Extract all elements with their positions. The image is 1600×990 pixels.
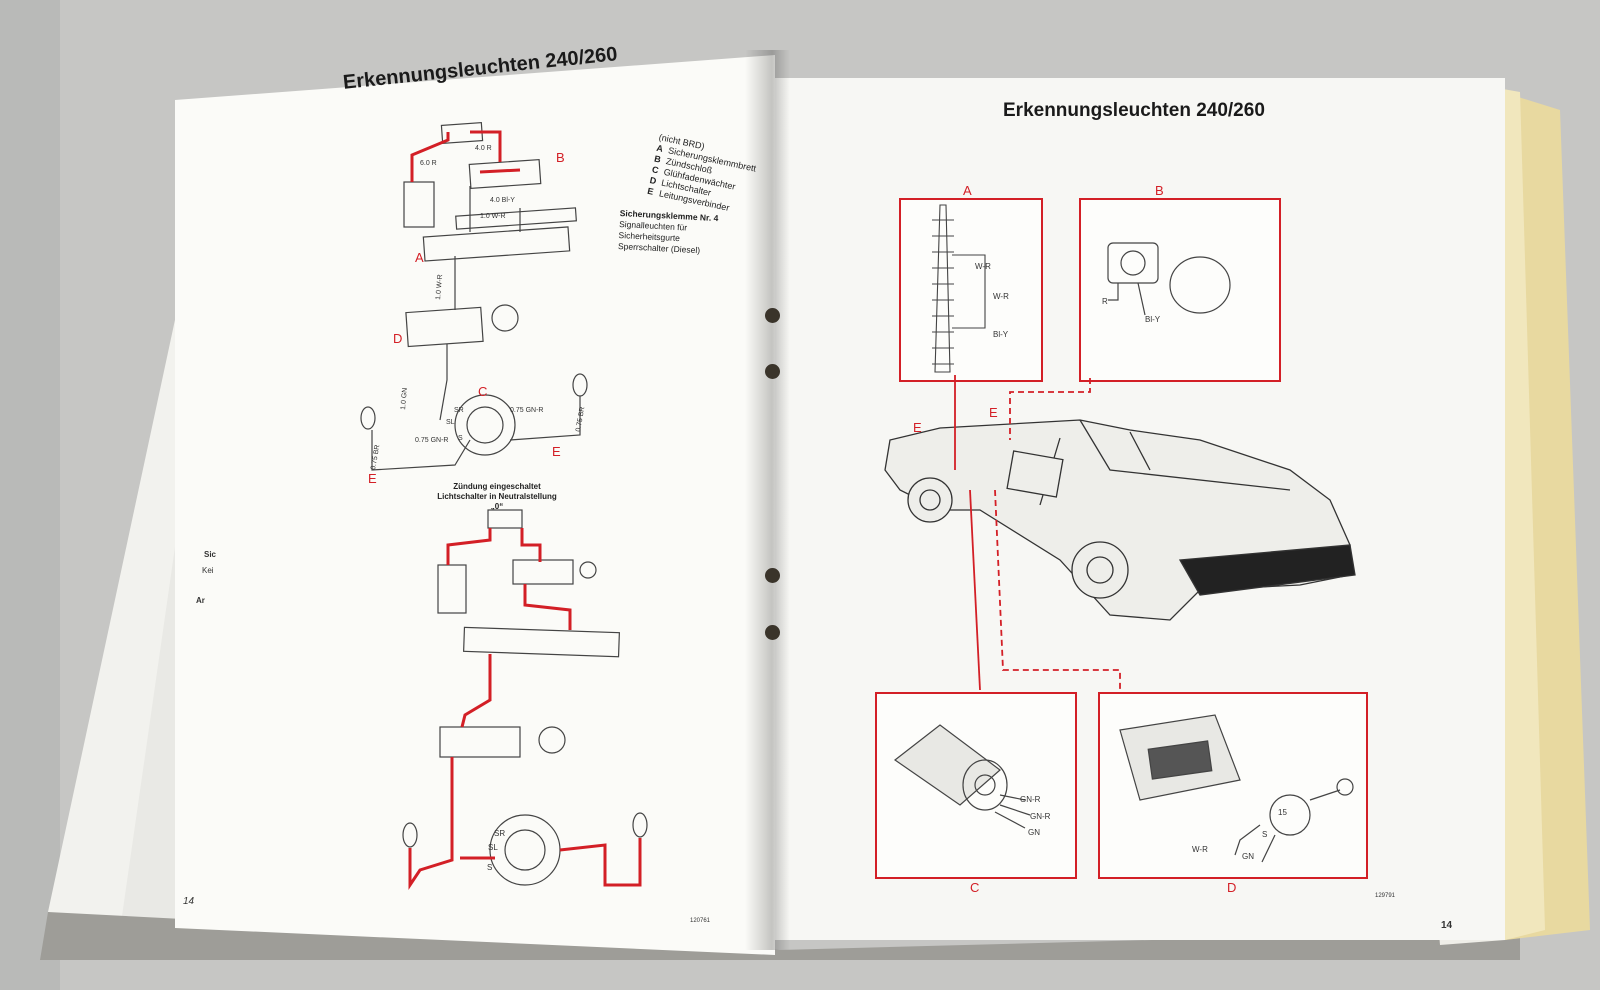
detail-box-b: [1079, 198, 1281, 382]
svg-text:6.0 R: 6.0 R: [420, 160, 437, 167]
svg-text:0.75 GN-R: 0.75 GN-R: [510, 407, 543, 414]
box-a-label: W-R: [975, 262, 991, 271]
edge-fragment: Ar: [196, 596, 205, 605]
left-page: [175, 55, 775, 955]
svg-text:S: S: [458, 435, 463, 442]
caption-line: Zündung eingeschaltet: [453, 482, 541, 491]
box-c-label: GN-R: [1020, 795, 1041, 804]
svg-text:D: D: [393, 331, 402, 346]
box-d-label: GN: [1242, 852, 1254, 861]
binding-hole: [765, 308, 780, 323]
binding-hole: [765, 625, 780, 640]
svg-text:SL: SL: [488, 843, 498, 852]
box-d-label: 15: [1278, 808, 1287, 817]
svg-text:0.75 BR: 0.75 BR: [575, 406, 586, 432]
svg-text:SR: SR: [454, 407, 464, 414]
edge-fragment: Kei: [202, 566, 214, 575]
box-letter-a: A: [963, 183, 972, 198]
box-d-label: S: [1262, 830, 1268, 839]
svg-text:E: E: [368, 471, 377, 486]
binding-hole: [765, 364, 780, 379]
box-letter-d: D: [1227, 880, 1237, 895]
edge-fragment: Sic: [204, 550, 217, 559]
svg-text:A: A: [415, 250, 424, 265]
svg-text:4.0 R: 4.0 R: [475, 145, 492, 152]
box-c-label: GN: [1028, 828, 1040, 837]
svg-text:C: C: [478, 384, 487, 399]
svg-text:SL: SL: [446, 419, 455, 426]
right-page-number: 14: [1441, 920, 1453, 931]
right-page-title: Erkennungsleuchten 240/260: [1003, 100, 1265, 121]
left-page-number: 14: [183, 896, 195, 907]
box-b-label: R: [1102, 297, 1108, 306]
box-d-label: W-R: [1192, 845, 1208, 854]
svg-text:S: S: [487, 863, 492, 872]
diagram-caption: Zündung eingeschaltet Lichtschalter in N…: [432, 482, 562, 512]
svg-text:1.0 W-R: 1.0 W-R: [480, 213, 506, 220]
car-label-e: E: [913, 420, 922, 435]
box-b-label: Bl-Y: [1145, 315, 1161, 324]
svg-text:0.75 BR: 0.75 BR: [370, 444, 381, 470]
car-label-e: E: [989, 405, 998, 420]
svg-text:B: B: [556, 150, 565, 165]
left-footer-code: 120761: [690, 918, 711, 924]
right-footer-code: 129791: [1375, 893, 1396, 899]
binding-hole: [765, 568, 780, 583]
box-a-label: W-R: [993, 292, 1009, 301]
detail-box-a: [899, 198, 1043, 382]
svg-text:0.75 GN-R: 0.75 GN-R: [415, 437, 448, 444]
caption-line: Lichtschalter in Neutralstellung „0“: [437, 492, 557, 511]
box-a-label: Bl-Y: [993, 330, 1009, 339]
svg-text:1.0 GN: 1.0 GN: [400, 387, 409, 410]
svg-text:E: E: [552, 444, 561, 459]
box-letter-b: B: [1155, 183, 1164, 198]
svg-text:4.0 Bl-Y: 4.0 Bl-Y: [490, 197, 515, 204]
box-c-label: GN-R: [1030, 812, 1051, 821]
box-letter-c: C: [970, 880, 980, 895]
svg-text:1.0 W-R: 1.0 W-R: [435, 274, 444, 300]
svg-text:SR: SR: [494, 829, 505, 838]
